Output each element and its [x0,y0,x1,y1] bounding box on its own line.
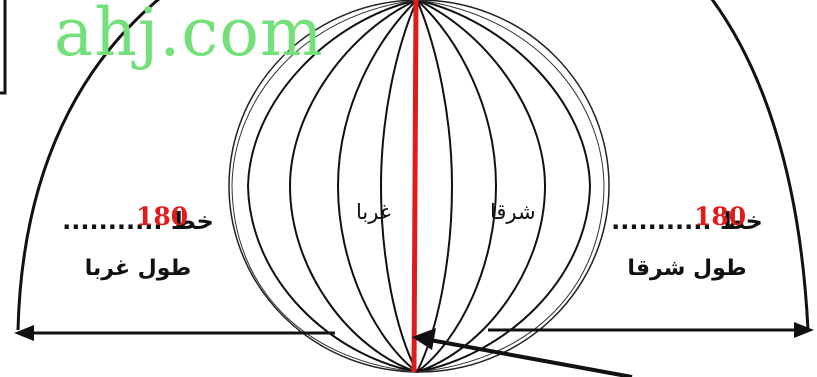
western-meridians [246,0,418,373]
east-arrow [488,322,814,338]
eastern-meridians-outer [416,0,605,373]
east-dots: ........... [611,207,712,235]
outer-dome-arc [16,0,810,331]
eastern-meridians [416,0,592,373]
west-line-text: خط ........... [58,206,218,236]
globe-east-label: شرقا [490,200,536,224]
west-arrow [14,325,335,341]
west-caption: طول غربا [84,256,192,281]
watermark-text: ahj.com [54,0,324,71]
east-line-prefix: خط [719,207,763,235]
east-degree: 180 [694,202,747,231]
pointer-arrow [412,328,633,377]
east-line-text: خط ........... [602,206,772,236]
west-degree: 180 [136,202,189,231]
west-longitude-label: خط ........... 180 طول غربا [58,202,218,281]
east-caption: طول شرقا [627,256,747,281]
corner-bracket [0,0,7,95]
west-dots: ........... [62,207,163,235]
western-meridians-outer [231,0,418,373]
globe-west-label: غربا [356,200,391,224]
east-longitude-label: خط ........... 180 طول شرقا [602,202,772,281]
prime-meridian [411,0,419,373]
west-line-prefix: خط [170,207,214,235]
